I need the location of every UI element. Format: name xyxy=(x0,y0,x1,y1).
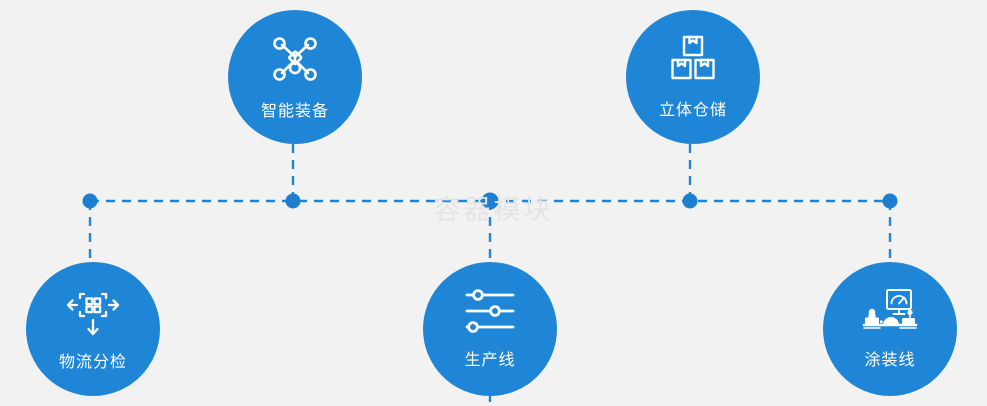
junction-coating-line xyxy=(882,193,898,209)
stacked-boxes-icon xyxy=(667,34,719,84)
node-label-stereo-warehouse: 立体仓储 xyxy=(658,100,727,119)
factory-monitor-icon xyxy=(860,288,920,334)
sliders-icon xyxy=(463,288,517,334)
node-label-smart-equipment: 智能装备 xyxy=(260,101,329,120)
node-label-production-line: 生产线 xyxy=(464,350,516,369)
sorting-arrows-icon xyxy=(65,286,121,340)
node-smart-equipment[interactable]: 智能装备 xyxy=(228,10,362,144)
junction-smart-equipment xyxy=(285,193,301,209)
junction-stereo-warehouse xyxy=(682,193,698,209)
node-stereo-warehouse[interactable]: 立体仓储 xyxy=(626,10,760,144)
junction-logistics-sorting xyxy=(82,193,98,209)
node-logistics-sorting[interactable]: 物流分检 xyxy=(26,262,160,396)
node-production-line[interactable]: 生产线 xyxy=(423,262,557,396)
node-label-logistics-sorting: 物流分检 xyxy=(58,352,127,371)
junction-production-line xyxy=(481,192,499,210)
node-coating-line[interactable]: 涂装线 xyxy=(823,262,957,396)
network-nodes-icon xyxy=(269,33,321,85)
node-label-coating-line: 涂装线 xyxy=(864,350,916,369)
